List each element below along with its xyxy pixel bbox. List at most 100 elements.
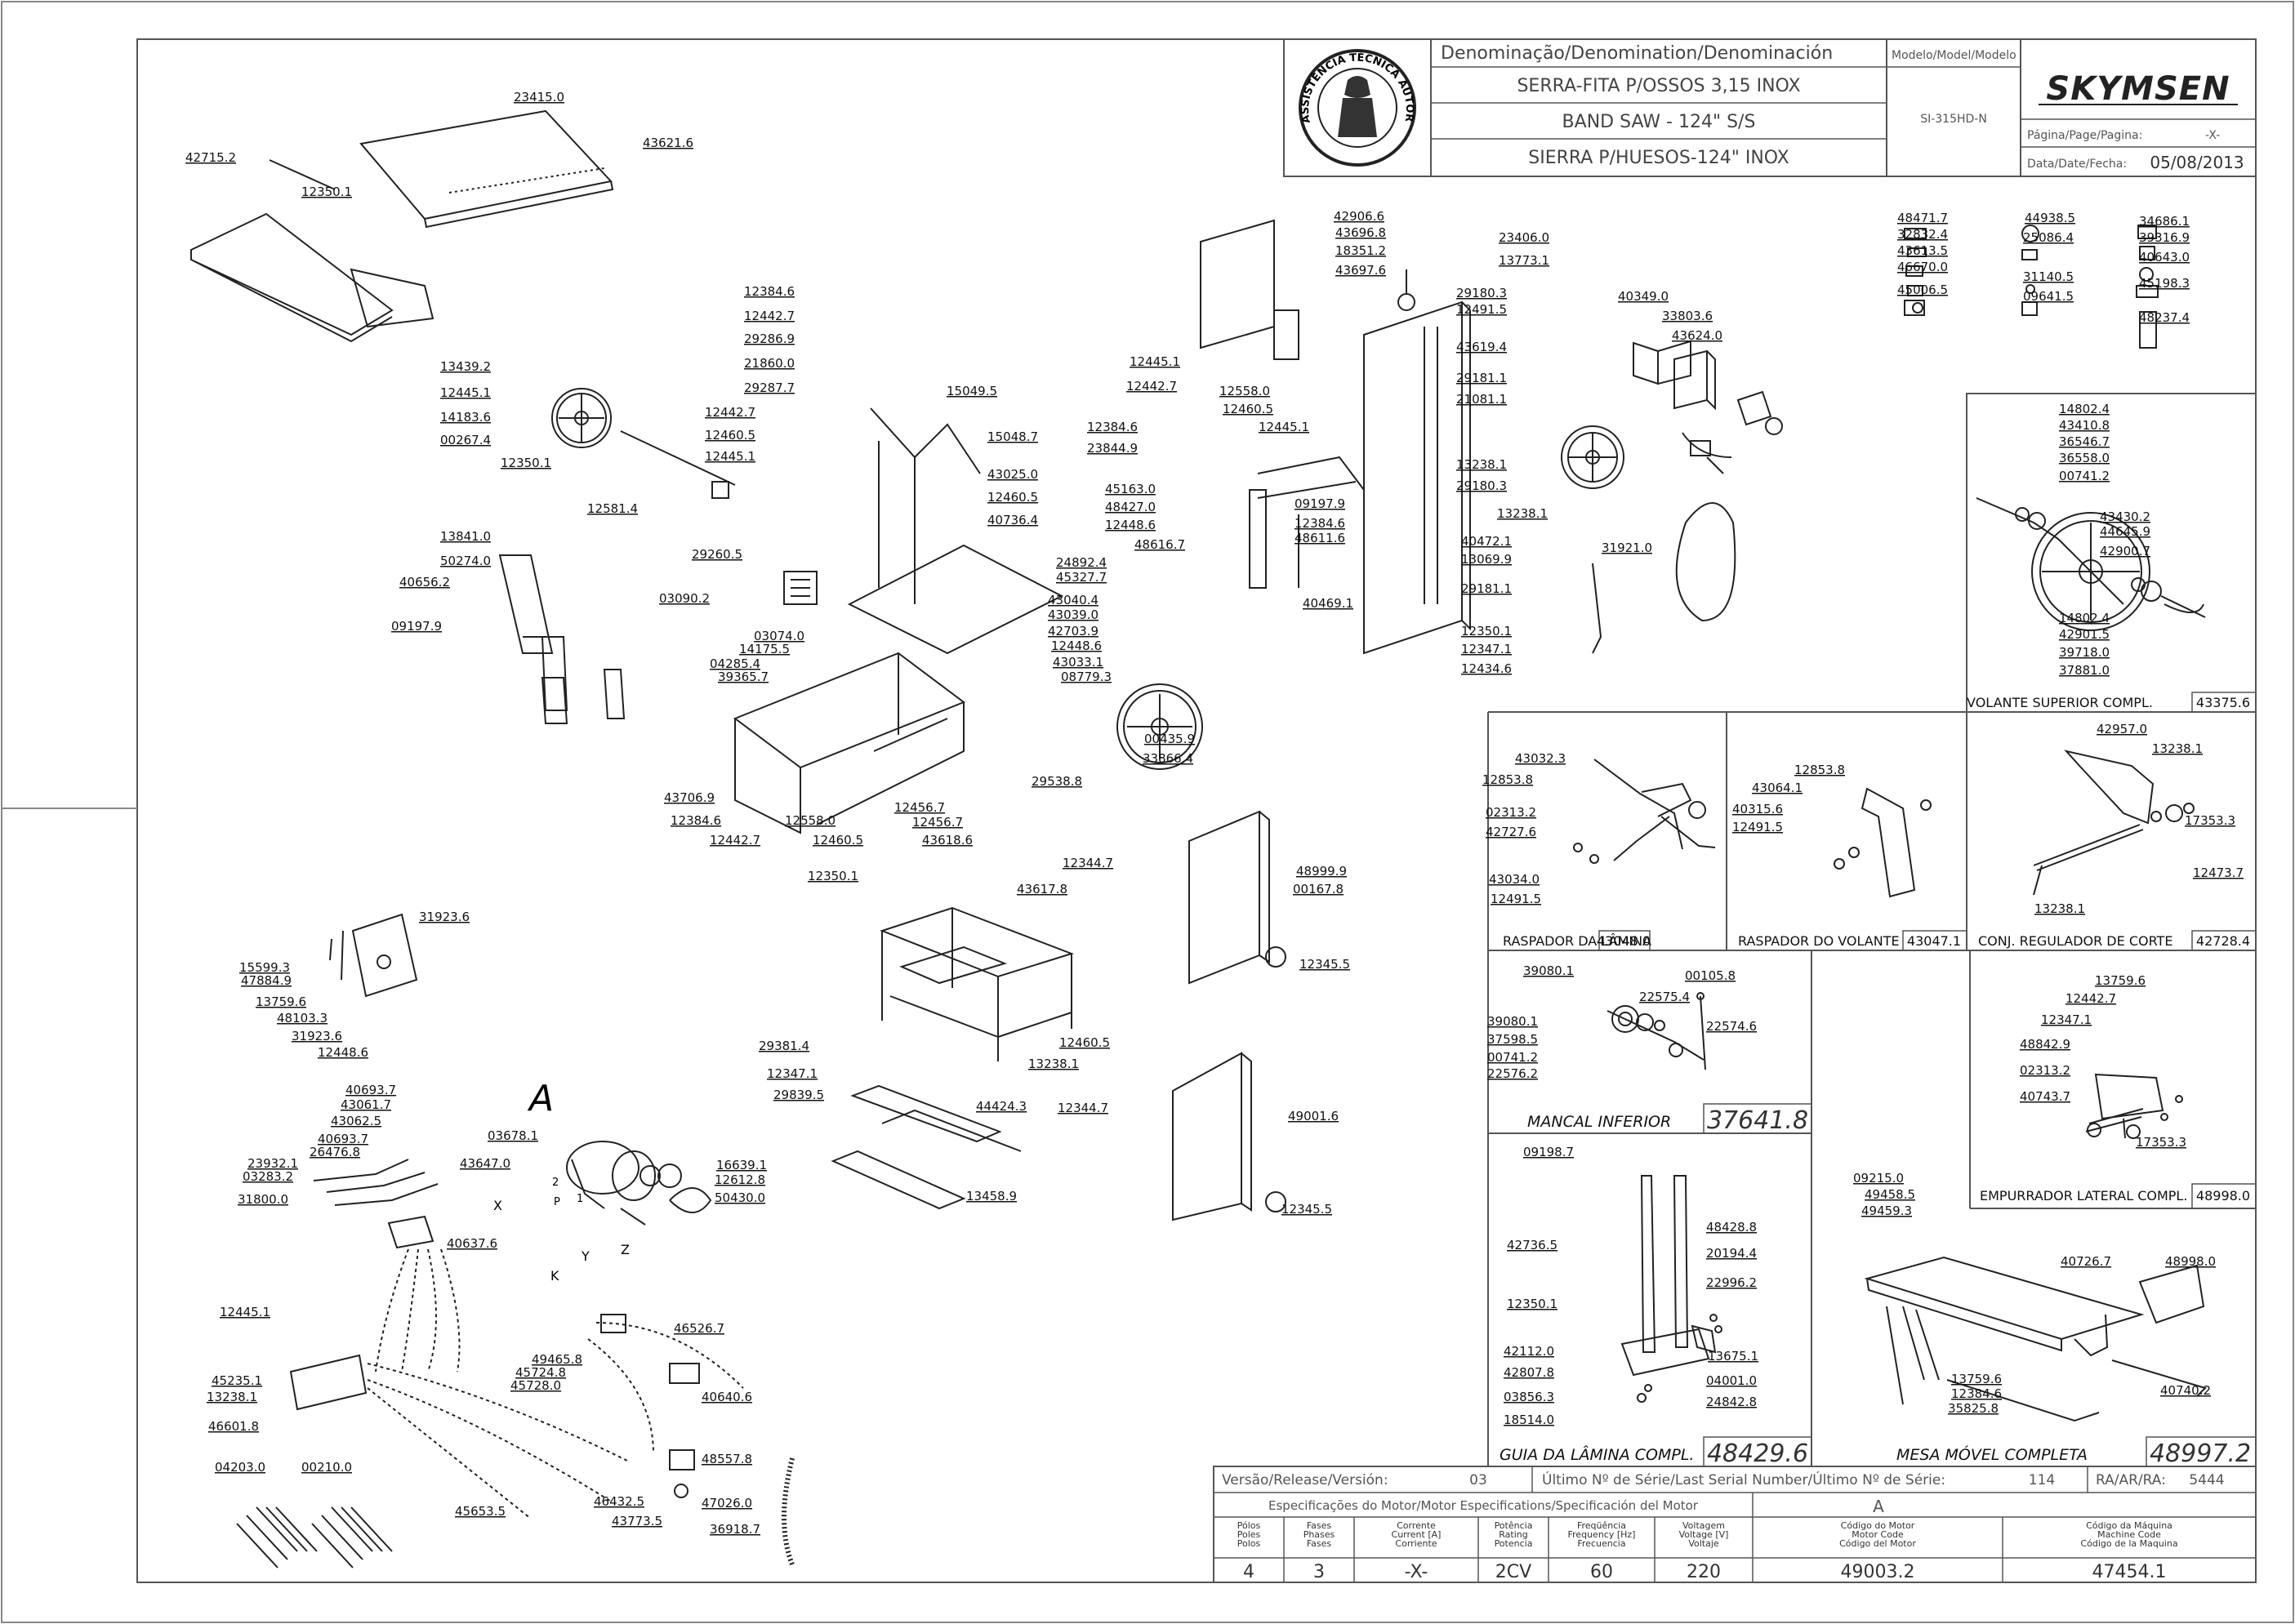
spec-col-label: Frecuencia [1577, 1538, 1625, 1549]
spec-col-label: Frequency [Hz] [1568, 1529, 1636, 1540]
part-label: 15049.5 [947, 384, 997, 398]
part-label: 48557.8 [702, 1452, 752, 1466]
part-label: 43647.0 [460, 1156, 510, 1171]
part-label: 40637.6 [447, 1236, 497, 1251]
part-label: 13773.1 [1499, 253, 1549, 268]
part-label: 31800.0 [238, 1192, 288, 1207]
part-label: 12853.8 [1794, 763, 1845, 777]
part-label: 04203.0 [215, 1460, 265, 1475]
part-label: 42736.5 [1507, 1238, 1557, 1252]
motor-letters: A X Y Z K P 1 2 [493, 1078, 630, 1284]
part-label: 03678.1 [488, 1128, 538, 1143]
part-label: 39080.1 [1487, 1014, 1538, 1029]
part-label: 43697.6 [1335, 263, 1386, 278]
caption-mobile-table: MESA MÓVEL COMPLETA [1896, 1444, 2088, 1464]
model-label: Modelo/Model/Modelo [1892, 49, 2016, 62]
column-frame [1363, 300, 1471, 655]
part-label: 48611.6 [1295, 531, 1345, 545]
part-label: 16639.1 [716, 1158, 767, 1172]
part-label: 09215.0 [1853, 1171, 1904, 1186]
blade-scraper-arm [1593, 759, 1692, 850]
part-label: 45724.8 [515, 1365, 566, 1380]
part-label: 12445.1 [1130, 354, 1180, 369]
part-label: 23844.9 [1087, 441, 1138, 456]
part-label: 12448.6 [1051, 638, 1102, 653]
part-label: 29180.3 [1456, 286, 1507, 300]
spec-col-value: 60 [1590, 1562, 1613, 1582]
part-label: 24892.4 [1056, 555, 1107, 570]
part-label: 43613.5 [1897, 243, 1948, 258]
page-value: -X- [2205, 129, 2220, 142]
part-label: 29260.5 [692, 547, 742, 562]
part-label: 12445.1 [1259, 420, 1309, 434]
part-label: 12448.6 [318, 1045, 368, 1060]
part-label: 40349.0 [1618, 289, 1669, 304]
part-label: 12558.0 [785, 813, 836, 828]
side-table-plate [190, 212, 394, 343]
page-label: Página/Page/Pagina: [2027, 129, 2142, 142]
part-label: 42715.2 [185, 150, 236, 165]
part-label: 13759.6 [256, 994, 306, 1009]
part-label: 03074.0 [754, 629, 804, 643]
part-label: 45235.1 [212, 1373, 262, 1388]
part-label: 43624.0 [1672, 328, 1722, 343]
upper-wheel [2031, 512, 2150, 631]
part-label: 42703.9 [1048, 624, 1098, 638]
date-label: Data/Date/Fecha: [2027, 158, 2127, 171]
part-label: 45163.0 [1105, 482, 1156, 496]
part-label: 29839.5 [773, 1088, 824, 1102]
part-drawings [190, 109, 2207, 1568]
part-label: 12460.5 [813, 833, 863, 848]
caption-cut-regulator: CONJ. REGULADOR DE CORTE [1978, 933, 2172, 949]
part-label: 12434.6 [1461, 661, 1512, 676]
part-label: 31921.0 [1602, 541, 1652, 555]
front-door-upper [1188, 810, 1270, 985]
version-label: Versão/Release/Versión: [1222, 1472, 1388, 1488]
part-label: 40472.1 [1461, 534, 1512, 549]
brand-logo: SKYMSEN [2046, 70, 2230, 108]
part-label: 12350.1 [808, 869, 858, 883]
part-label: 12853.8 [1482, 772, 1533, 787]
part-label: 40656.2 [399, 575, 450, 590]
part-label: 12491.5 [1456, 302, 1507, 317]
part-label: 13458.9 [966, 1189, 1017, 1204]
part-label: 25086.4 [2023, 230, 2074, 245]
part-label: 29181.1 [1461, 581, 1512, 596]
spec-col-label: Código do Motor [1841, 1520, 1915, 1531]
subassembly-boxes: VOLANTE SUPERIOR COMPL. 43375.6 RASPADOR… [1487, 393, 2257, 1468]
spec-col-value: -X- [1405, 1562, 1428, 1582]
part-label: 29287.7 [744, 380, 795, 395]
spec-col-label: Fases [1307, 1538, 1332, 1549]
part-label: 12456.7 [912, 815, 963, 830]
part-label: 00741.2 [1487, 1050, 1538, 1065]
spec-col-label: Rating [1499, 1529, 1527, 1540]
code-mobile-table: 48997.2 [2150, 1439, 2251, 1468]
code-upper-wheel: 43375.6 [2196, 695, 2250, 710]
part-label: 48471.7 [1897, 211, 1948, 225]
part-label: 50274.0 [440, 554, 491, 568]
part-label: 03856.3 [1504, 1390, 1554, 1404]
part-label: 43033.1 [1053, 655, 1103, 670]
motor-body [566, 1141, 639, 1195]
header-block: ASSISTÊNCIA TÉCNICA AUTORIZADA Denominaç… [0, 0, 2257, 177]
part-label: 12347.1 [767, 1066, 818, 1081]
seal-text: ASSISTÊNCIA TÉCNICA AUTORIZADA [0, 0, 1415, 124]
code-blade-scraper: 43048.0 [1597, 933, 1651, 949]
part-label: 43061.7 [341, 1097, 391, 1112]
part-label: 42807.8 [1504, 1365, 1554, 1380]
part-label: 43064.1 [1752, 781, 1803, 795]
spec-col-value: 220 [1687, 1562, 1721, 1582]
serial-label: Último Nº de Série/Last Serial Number/Úl… [1542, 1470, 1945, 1488]
part-label: 46526.7 [674, 1321, 724, 1336]
part-label: 12491.5 [1732, 820, 1783, 834]
part-label: 24842.8 [1706, 1395, 1757, 1409]
ra-label: RA/AR/RA: [2096, 1472, 2166, 1488]
spec-col-label: Voltagem [1682, 1520, 1725, 1531]
part-label: 45006.5 [1897, 283, 1948, 297]
part-label: 12445.1 [705, 449, 755, 464]
motor-letter-1: 1 [577, 1193, 583, 1205]
part-label: 43696.8 [1335, 225, 1386, 240]
blade-guide-column [1640, 1175, 1689, 1353]
part-label: 40693.7 [345, 1083, 396, 1097]
